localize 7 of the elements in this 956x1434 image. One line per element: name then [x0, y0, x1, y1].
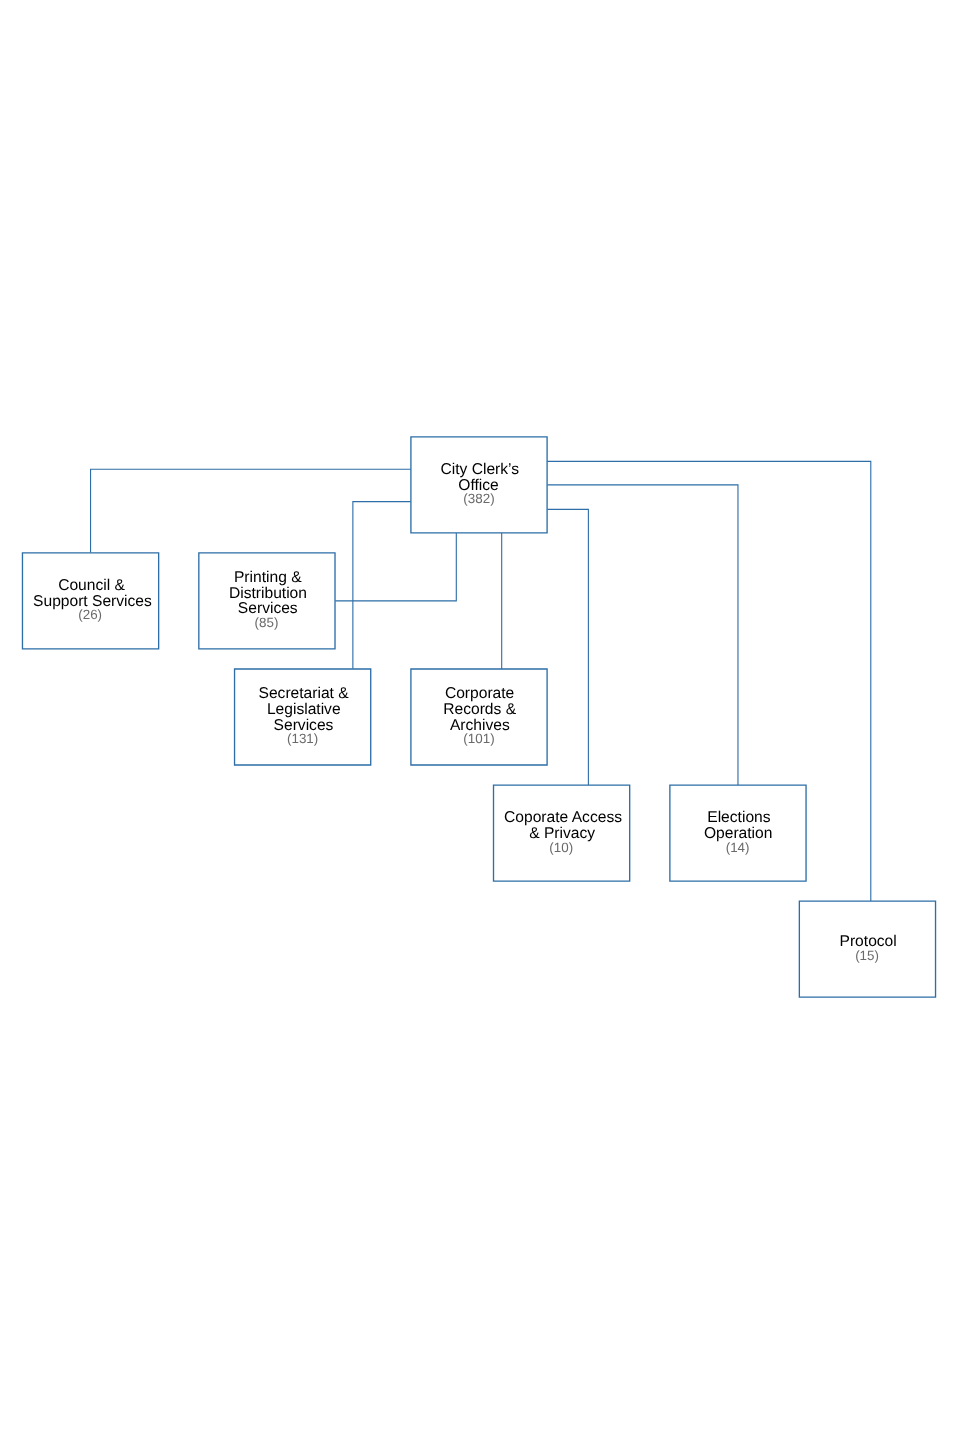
- connector: [545, 460, 871, 902]
- connector: [351, 501, 411, 670]
- connector: [545, 484, 738, 786]
- connector: [89, 468, 411, 554]
- connector: [545, 508, 588, 786]
- connector: [333, 532, 456, 602]
- connector: [500, 532, 502, 670]
